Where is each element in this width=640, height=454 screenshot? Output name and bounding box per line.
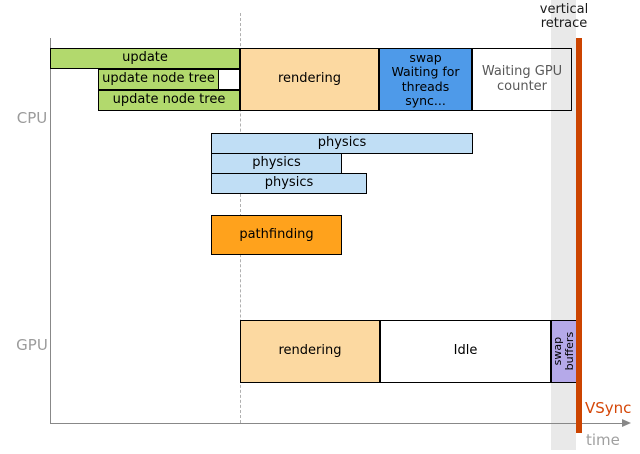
bar-rendering-gpu: rendering bbox=[240, 320, 380, 383]
vsync-label: VSync bbox=[585, 399, 632, 417]
bar-swap-buffers: swap buffers bbox=[551, 320, 577, 383]
bar-label: swap Waiting for threads sync... bbox=[391, 49, 460, 108]
bar-update-node-tree-1: update node tree bbox=[98, 69, 219, 90]
bar-rendering-cpu: rendering bbox=[240, 48, 379, 111]
bar-label: physics bbox=[264, 175, 314, 191]
bar-label: Idle bbox=[453, 343, 478, 359]
bar-label: swap buffers bbox=[550, 332, 576, 371]
bar-idle: Idle bbox=[380, 320, 551, 383]
bar-label: physics bbox=[317, 135, 367, 151]
bar-swap-waiting-threads-sync: swap Waiting for threads sync... bbox=[379, 48, 472, 111]
bar-update-node-tree-2: update node tree bbox=[98, 90, 240, 111]
bar-label: Waiting GPU counter bbox=[481, 63, 563, 94]
time-axis-label: time bbox=[586, 431, 620, 449]
bar-label: update node tree bbox=[112, 92, 226, 108]
bar-physics-2: physics bbox=[211, 153, 342, 174]
vertical-retrace-label: vertical retrace bbox=[539, 2, 589, 32]
bar-label: rendering bbox=[278, 343, 342, 359]
time-axis-arrow-icon bbox=[622, 419, 631, 427]
bar-pathfinding: pathfinding bbox=[211, 215, 342, 255]
time-axis-line bbox=[50, 423, 624, 424]
gpu-row-label: GPU bbox=[16, 336, 48, 354]
bar-physics-3: physics bbox=[211, 173, 367, 194]
bar-empty-slot bbox=[218, 69, 240, 90]
y-axis-line bbox=[50, 38, 51, 424]
bar-label: rendering bbox=[278, 71, 341, 87]
bar-waiting-gpu-counter: Waiting GPU counter bbox=[472, 48, 572, 111]
bar-label: pathfinding bbox=[239, 226, 314, 242]
bar-physics-1: physics bbox=[211, 133, 473, 154]
cpu-row-label: CPU bbox=[16, 109, 48, 127]
bar-label: physics bbox=[252, 155, 301, 171]
bar-update: update bbox=[50, 48, 240, 69]
bar-label: update bbox=[122, 50, 168, 66]
vsync-line bbox=[576, 38, 582, 433]
bar-label: update node tree bbox=[102, 71, 215, 87]
